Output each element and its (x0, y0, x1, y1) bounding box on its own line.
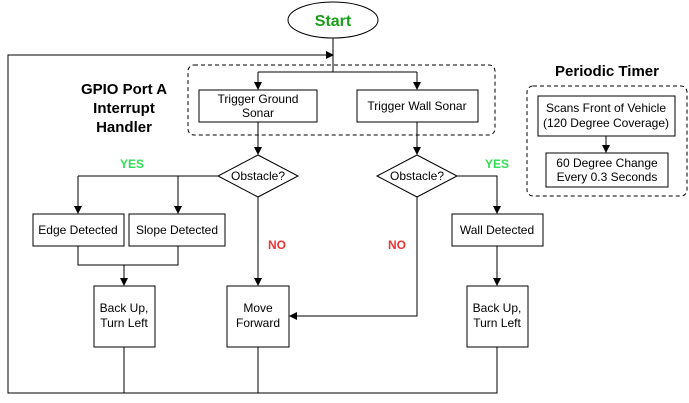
yes-label-right: YES (485, 157, 509, 171)
move-forward-line-1: Move (243, 301, 273, 315)
interrupt-handler-group (187, 64, 496, 136)
wall-detected-node: Wall Detected (451, 213, 544, 247)
move-forward-node: Move Forward (226, 285, 290, 348)
back-up-right-line-1: Back Up, (473, 301, 522, 315)
degree-change-line-1: 60 Degree Change (556, 156, 658, 170)
group-title-line-1: GPIO Port A (81, 81, 167, 98)
slope-detected-label: Slope Detected (136, 223, 218, 237)
group-title-line-2: Interrupt (93, 100, 155, 117)
decision-left-label: Obstacle? (231, 169, 285, 183)
degree-change-line-2: Every 0.3 Seconds (557, 170, 658, 184)
scan-front-line-1: Scans Front of Vehicle (546, 101, 666, 115)
trigger-ground-line-1: Trigger Ground (218, 92, 299, 106)
periodic-timer-group (526, 85, 688, 197)
loop-back-to-start (7, 51, 498, 394)
no-label-left: NO (268, 238, 286, 252)
group-title: GPIO Port A Interrupt Handler (81, 81, 167, 136)
scan-front-line-2: (120 Degree Coverage) (543, 116, 669, 130)
back-up-left-line-1: Back Up, (100, 301, 149, 315)
trigger-ground-line-2: Sonar (242, 106, 274, 120)
edge-detected-node: Edge Detected (32, 213, 125, 247)
scan-front-node: Scans Front of Vehicle (120 Degree Cover… (537, 95, 676, 137)
start-label: Start (315, 13, 352, 30)
no-label-right: NO (388, 238, 406, 252)
yes-label-left: YES (120, 157, 144, 171)
back-up-right-node: Back Up, Turn Left (466, 285, 529, 348)
back-up-left-line-2: Turn Left (100, 316, 148, 330)
back-up-left-node: Back Up, Turn Left (93, 285, 156, 348)
back-up-right-line-2: Turn Left (473, 316, 521, 330)
trigger-wall-label: Trigger Wall Sonar (367, 99, 466, 113)
move-forward-line-2: Forward (236, 316, 280, 330)
trigger-wall-sonar-node: Trigger Wall Sonar (356, 89, 479, 123)
arrow-to-wall-detected (457, 175, 501, 214)
decision-right-label: Obstacle? (390, 169, 444, 183)
edge-detected-label: Edge Detected (38, 223, 117, 237)
slope-detected-node: Slope Detected (128, 213, 226, 247)
decision-right: Obstacle? (375, 154, 459, 198)
decision-left: Obstacle? (216, 154, 300, 198)
arrow-no-right-to-move-forward (289, 197, 418, 320)
start-terminal: Start (287, 1, 379, 39)
merge-detected-connector (77, 246, 179, 266)
degree-change-node: 60 Degree Change Every 0.3 Seconds (545, 152, 669, 188)
wall-detected-label: Wall Detected (460, 223, 534, 237)
trigger-ground-sonar-node: Trigger Ground Sonar (198, 89, 318, 123)
group-title-line-3: Handler (96, 119, 152, 136)
periodic-timer-title: Periodic Timer (555, 63, 659, 80)
